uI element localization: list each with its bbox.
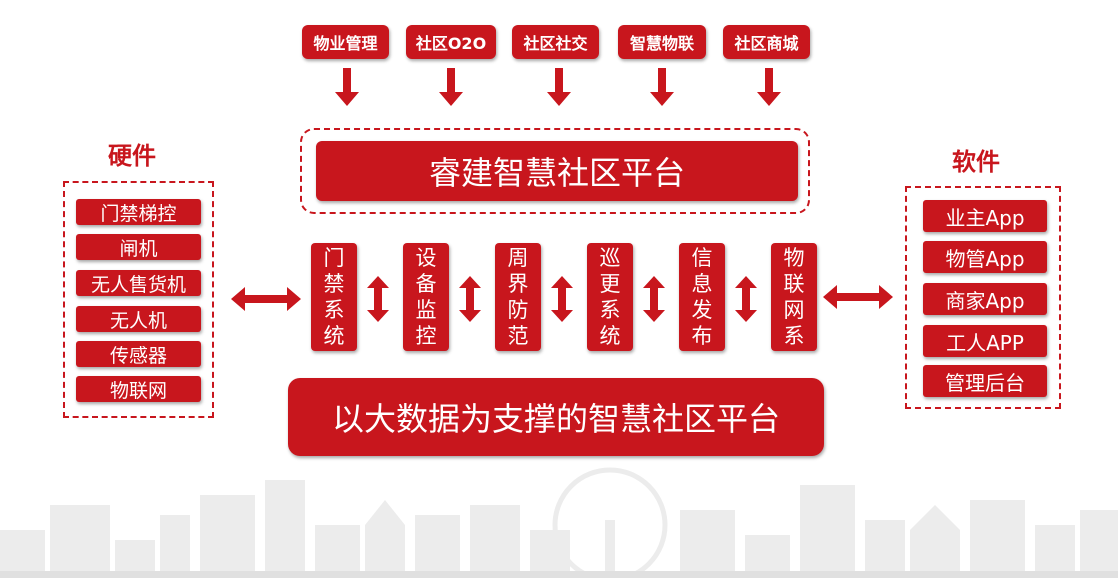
module-property-management: 物业管理 xyxy=(302,25,389,59)
subsystem-iot: 物联网系统 xyxy=(771,243,817,351)
down-arrow-icon xyxy=(335,68,359,106)
hardware-item: 物联网 xyxy=(76,376,201,402)
software-dashed-frame xyxy=(905,186,1061,409)
subsystem-information-release: 信息发布 xyxy=(679,243,725,351)
subsystem-access-control: 门禁系统 xyxy=(311,243,357,351)
module-smart-iot: 智慧物联 xyxy=(618,25,706,59)
software-item: 业主App xyxy=(923,200,1047,232)
software-item: 工人APP xyxy=(923,325,1047,357)
big-data-platform: 以大数据为支撑的智慧社区平台 xyxy=(288,378,824,456)
module-community-social: 社区社交 xyxy=(512,25,599,59)
up-down-arrow-icon xyxy=(735,276,757,322)
hardware-item: 传感器 xyxy=(76,341,201,367)
software-item: 管理后台 xyxy=(923,365,1047,397)
hardware-dashed-frame xyxy=(63,181,214,418)
software-item: 物管App xyxy=(923,241,1047,273)
left-right-arrow-icon xyxy=(823,285,893,309)
down-arrow-icon xyxy=(757,68,781,106)
platform-title: 睿建智慧社区平台 xyxy=(316,141,798,201)
down-arrow-icon xyxy=(439,68,463,106)
up-down-arrow-icon xyxy=(551,276,573,322)
subsystem-perimeter-defense: 周界防范 xyxy=(495,243,541,351)
software-title: 软件 xyxy=(952,148,1000,176)
platform-dashed-frame xyxy=(300,128,810,214)
hardware-item: 无人售货机 xyxy=(76,270,201,296)
up-down-arrow-icon xyxy=(459,276,481,322)
module-community-o2o: 社区O2O xyxy=(406,25,496,59)
software-item: 商家App xyxy=(923,283,1047,315)
hardware-item: 门禁梯控 xyxy=(76,199,201,225)
up-down-arrow-icon xyxy=(367,276,389,322)
hardware-title: 硬件 xyxy=(108,142,156,170)
hardware-item: 无人机 xyxy=(76,306,201,332)
module-community-mall: 社区商城 xyxy=(723,25,810,59)
down-arrow-icon xyxy=(547,68,571,106)
up-down-arrow-icon xyxy=(643,276,665,322)
subsystem-equipment-monitoring: 设备监控 xyxy=(403,243,449,351)
subsystem-patrol: 巡更系统 xyxy=(587,243,633,351)
city-skyline-illustration xyxy=(0,467,1118,578)
left-right-arrow-icon xyxy=(231,287,301,311)
down-arrow-icon xyxy=(650,68,674,106)
hardware-item: 闸机 xyxy=(76,234,201,260)
